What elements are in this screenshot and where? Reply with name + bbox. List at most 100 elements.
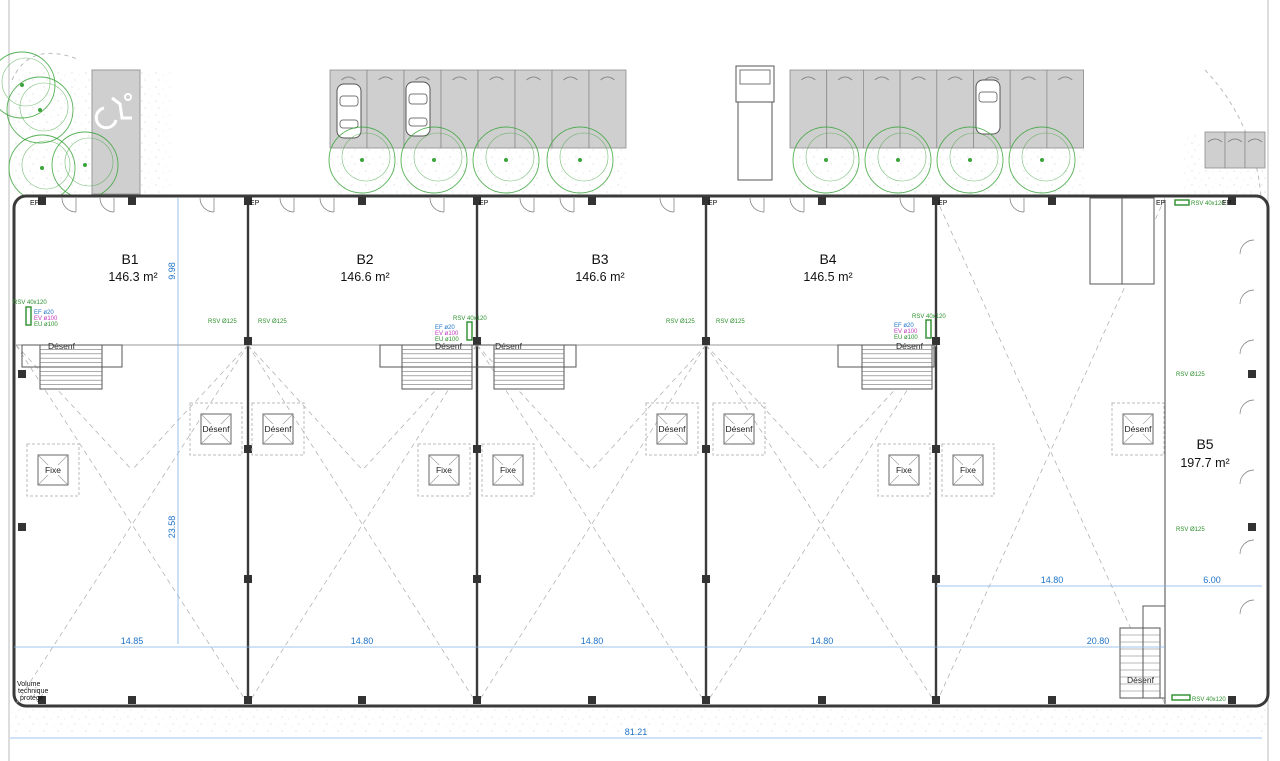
skylight-frame [1111,402,1165,456]
ev-label: EV ø100 [894,329,918,335]
column [38,197,46,205]
rsv-125-label: RSV Ø125 [716,319,745,325]
stair-desenf-label: Désenf [495,341,523,351]
skylight-label: Désenf [726,424,754,434]
car-icon-windshield [408,93,428,105]
facade-doors [61,197,1025,213]
door-swing [1239,239,1255,255]
skylight-label-bg [1125,424,1151,434]
wheel-stop [911,76,926,81]
column [1248,370,1256,378]
dim-rear-depth: 23.58 [167,516,177,539]
parking-bay [789,69,828,149]
skylight-label: Désenf [1125,424,1153,434]
stair-desenf-label: Désenf [435,341,463,351]
rsv-125-label: RSV Ø125 [208,319,237,325]
dim-b3-width: 14.80 [581,636,604,646]
tree-trunk [504,158,508,162]
stair-desenf-label: Désenf [896,341,924,351]
rsv-40x120-label: RSV 40x120 [13,300,47,306]
skylight-frame [645,402,699,456]
ventilation-duct [1171,694,1191,701]
wheel-stop [984,76,1000,81]
unit-b3-area: 146.6 m² [575,270,624,284]
ep-label: EP [479,200,489,207]
unit-b1-name: B1 [121,251,138,267]
wheel-stop [1057,76,1073,81]
column [244,337,252,345]
parking-row-far-right [1204,131,1266,169]
wheel-stop [378,76,393,81]
roof-diagonal [591,344,707,471]
column [702,337,710,345]
column [358,696,366,704]
skylight-frame [712,402,766,456]
unit-b5-area: 197.7 m² [1180,456,1229,470]
door-swing [1239,339,1255,355]
skylight-label-bg [659,424,685,434]
structural-columns [18,197,1256,704]
skylight-label-bg [955,465,981,475]
skylight-label: Fixe [436,465,452,475]
parking-bay [588,69,627,149]
column [18,370,26,378]
tree-trunk [432,158,436,162]
column [932,445,940,453]
tree-canopy [805,132,855,182]
door-swing [61,197,77,213]
rsv-125-label: RSV Ø125 [1176,527,1205,533]
roof-diagonal [935,197,1166,705]
parking-row-right [789,69,1085,149]
ventilation-duct [25,306,32,326]
skylight-label: Fixe [45,465,61,475]
door-swing [1009,197,1025,213]
door-swing [659,197,675,213]
skylight-label: Fixe [500,465,516,475]
ep-label: EP [1222,200,1232,207]
ep-label: EP [30,200,40,207]
loading-vehicle [735,65,775,181]
roof-diagonal [705,344,937,705]
wheel-stop [415,76,430,81]
tree-icon [546,126,614,194]
tree-trunk [38,108,42,112]
door-swing [1239,399,1255,415]
tree-canopy [485,132,535,182]
door-swing [519,197,535,213]
door-swing [1239,469,1255,485]
unit-b1-area: 146.3 m² [108,270,157,284]
parking-bay [936,69,974,149]
car-icon-rear-window [339,119,359,129]
technical-volume-line-3: protégé [20,695,44,702]
door-swing [559,197,575,213]
column [18,523,26,531]
stair-desenf-label: Désenf [48,341,76,351]
wheel-stop [600,76,615,81]
dim-b5-width-c: 20.80 [1087,636,1110,646]
ev-label: EV ø100 [34,316,58,322]
tree-canopy [559,132,609,182]
ef-label: EF ø20 [894,323,914,329]
roof-diagonal [131,344,249,471]
dimension-lines: 81.21 14.85 14.80 14.80 14.80 14.80 6.00… [10,198,1262,739]
tree-trunk [1040,158,1044,162]
skylight-label-bg [891,465,917,475]
column [244,197,252,205]
wheel-stop [452,76,467,81]
rsv-125-label: RSV Ø125 [258,319,287,325]
wheel-stop [563,76,578,81]
column [244,696,252,704]
roof-diagonal [705,344,822,471]
stair-landing [837,344,935,368]
dim-b5-width-b: 6.00 [1203,575,1221,585]
tree-canopy [64,137,114,187]
tree-canopy [21,140,71,190]
ventilation-duct [925,319,932,339]
column [1248,523,1256,531]
column [244,575,252,583]
car-icon [405,81,431,137]
roof-diagonal [15,344,133,471]
eu-label: EU ø100 [34,322,58,328]
